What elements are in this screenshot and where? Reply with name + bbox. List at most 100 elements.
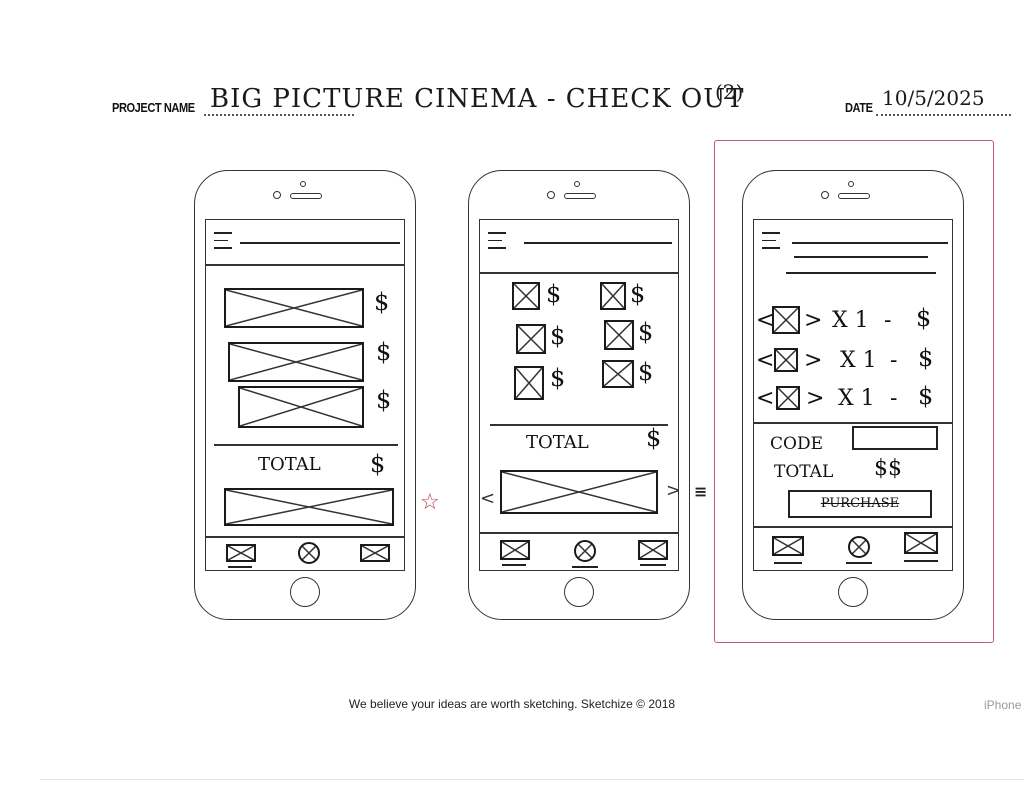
concession-item-5[interactable] bbox=[514, 366, 544, 400]
home-button bbox=[564, 577, 594, 607]
earpiece-speaker bbox=[564, 193, 596, 199]
tab-underline-center bbox=[846, 562, 872, 564]
header-divider bbox=[206, 264, 404, 266]
home-button bbox=[838, 577, 868, 607]
total-label: TOTAL bbox=[774, 462, 834, 482]
tabbar-divider bbox=[754, 526, 952, 528]
total-label: TOTAL bbox=[526, 432, 589, 453]
concession-item-2[interactable] bbox=[600, 282, 626, 310]
date-value: 10/5/2025 bbox=[882, 86, 985, 110]
ticket-item-price-3: $ bbox=[376, 386, 392, 414]
hamburger-menu-icon[interactable] bbox=[488, 232, 506, 255]
screen-concessions: $ $ $ $ $ $ TOTAL $ < > bbox=[479, 219, 679, 571]
proximity-sensor bbox=[848, 181, 854, 187]
purchase-button[interactable]: PURCHASE bbox=[788, 490, 932, 518]
tab-icon-right[interactable] bbox=[360, 544, 390, 562]
tabbar-divider bbox=[480, 532, 678, 534]
concession-price-1: $ bbox=[546, 280, 562, 308]
tab-icon-center[interactable] bbox=[848, 536, 870, 558]
subtitle-line-1 bbox=[794, 256, 928, 258]
item-thumbnail-1 bbox=[772, 306, 800, 334]
phone-frame-3: < > X 1 - $ < > X 1 - $ < > X 1 - $ CODE… bbox=[742, 170, 964, 620]
total-price: $$ bbox=[874, 456, 902, 481]
tab-icon-left[interactable] bbox=[500, 540, 530, 560]
quantity-row-3: < > X 1 - $ bbox=[756, 382, 952, 412]
header-title-placeholder bbox=[792, 242, 948, 244]
items-divider bbox=[490, 424, 668, 426]
hamburger-menu-icon[interactable] bbox=[214, 232, 232, 255]
subtitle-line-2 bbox=[786, 272, 936, 274]
front-camera bbox=[547, 191, 555, 199]
tab-icon-center[interactable] bbox=[298, 542, 320, 564]
quantity-row-1: < > X 1 - $ bbox=[756, 304, 952, 336]
tab-icon-center[interactable] bbox=[574, 540, 596, 562]
carousel-next-arrow[interactable]: > bbox=[666, 482, 678, 500]
tab-underline-right bbox=[904, 560, 938, 562]
tab-icon-left[interactable] bbox=[226, 544, 256, 562]
ticket-item-image-1[interactable] bbox=[224, 288, 364, 328]
increase-qty-button[interactable]: > bbox=[804, 348, 823, 373]
concession-item-1[interactable] bbox=[512, 282, 540, 310]
hamburger-menu-icon[interactable] bbox=[762, 232, 780, 255]
date-label: DATE bbox=[845, 100, 873, 115]
ticket-item-price-2: $ bbox=[376, 338, 392, 366]
phone-frame-2: $ $ $ $ $ $ TOTAL $ < > bbox=[468, 170, 690, 620]
earpiece-speaker bbox=[290, 193, 322, 199]
footer-tagline: We believe your ideas are worth sketchin… bbox=[348, 697, 676, 711]
star-annotation-icon: ☆ bbox=[420, 490, 440, 515]
item-line-price: $ bbox=[918, 344, 934, 372]
total-price: $ bbox=[646, 424, 662, 452]
decrease-qty-button[interactable]: < bbox=[756, 308, 775, 333]
front-camera bbox=[821, 191, 829, 199]
tab-underline-center bbox=[572, 566, 598, 568]
item-line-price: $ bbox=[918, 382, 934, 410]
increase-qty-button[interactable]: > bbox=[804, 308, 823, 333]
ticket-item-image-3[interactable] bbox=[238, 386, 364, 428]
increase-qty-button[interactable]: > bbox=[806, 386, 825, 411]
concession-item-4[interactable] bbox=[604, 320, 634, 350]
front-camera bbox=[273, 191, 281, 199]
concession-price-3: $ bbox=[550, 322, 566, 350]
item-quantity: X 1 bbox=[840, 348, 877, 373]
concession-item-6[interactable] bbox=[602, 360, 634, 388]
decrease-qty-button[interactable]: < bbox=[756, 348, 775, 373]
phone-frame-1: $ $ $ TOTAL $ bbox=[194, 170, 416, 620]
project-name-label: PROJECT NAME bbox=[112, 100, 195, 115]
ticket-item-price-1: $ bbox=[374, 288, 390, 316]
selected-screen-highlight bbox=[714, 140, 994, 643]
item-thumbnail-3 bbox=[776, 386, 800, 410]
item-dash: - bbox=[890, 348, 898, 373]
ticket-item-image-2[interactable] bbox=[228, 342, 364, 382]
carousel-prev-arrow[interactable]: < bbox=[480, 488, 496, 509]
proximity-sensor bbox=[300, 181, 306, 187]
tab-underline-right bbox=[640, 564, 666, 566]
screen-checkout: < > X 1 - $ < > X 1 - $ < > X 1 - $ CODE… bbox=[753, 219, 953, 571]
item-thumbnail-2 bbox=[774, 348, 798, 372]
tab-icon-left[interactable] bbox=[772, 536, 804, 556]
scribble-annotation-icon: ≡ bbox=[694, 482, 708, 501]
project-name-underline bbox=[204, 114, 354, 116]
header-title-placeholder bbox=[240, 242, 400, 244]
header-divider bbox=[480, 272, 678, 274]
date-underline bbox=[876, 114, 1011, 116]
concession-price-2: $ bbox=[630, 280, 646, 308]
concession-item-3[interactable] bbox=[516, 324, 546, 354]
total-price: $ bbox=[370, 450, 386, 478]
header-title-placeholder bbox=[524, 242, 672, 244]
item-line-price: $ bbox=[916, 304, 932, 332]
project-version: (2) bbox=[715, 80, 744, 104]
decrease-qty-button[interactable]: < bbox=[756, 386, 775, 411]
tab-icon-right[interactable] bbox=[638, 540, 668, 560]
concession-price-4: $ bbox=[638, 318, 654, 346]
total-label: TOTAL bbox=[258, 454, 321, 475]
promo-code-input[interactable] bbox=[852, 426, 938, 450]
item-quantity: X 1 bbox=[838, 386, 875, 411]
promo-code-label: CODE bbox=[770, 434, 823, 454]
screen-cart-summary: $ $ $ TOTAL $ bbox=[205, 219, 405, 571]
tabbar-divider bbox=[206, 536, 404, 538]
promo-banner-image[interactable] bbox=[500, 470, 658, 514]
tab-icon-right[interactable] bbox=[904, 532, 938, 554]
item-dash: - bbox=[884, 308, 892, 333]
project-name-value: BIG PICTURE CINEMA - CHECK OUT bbox=[210, 84, 745, 114]
checkout-button[interactable] bbox=[224, 488, 394, 526]
